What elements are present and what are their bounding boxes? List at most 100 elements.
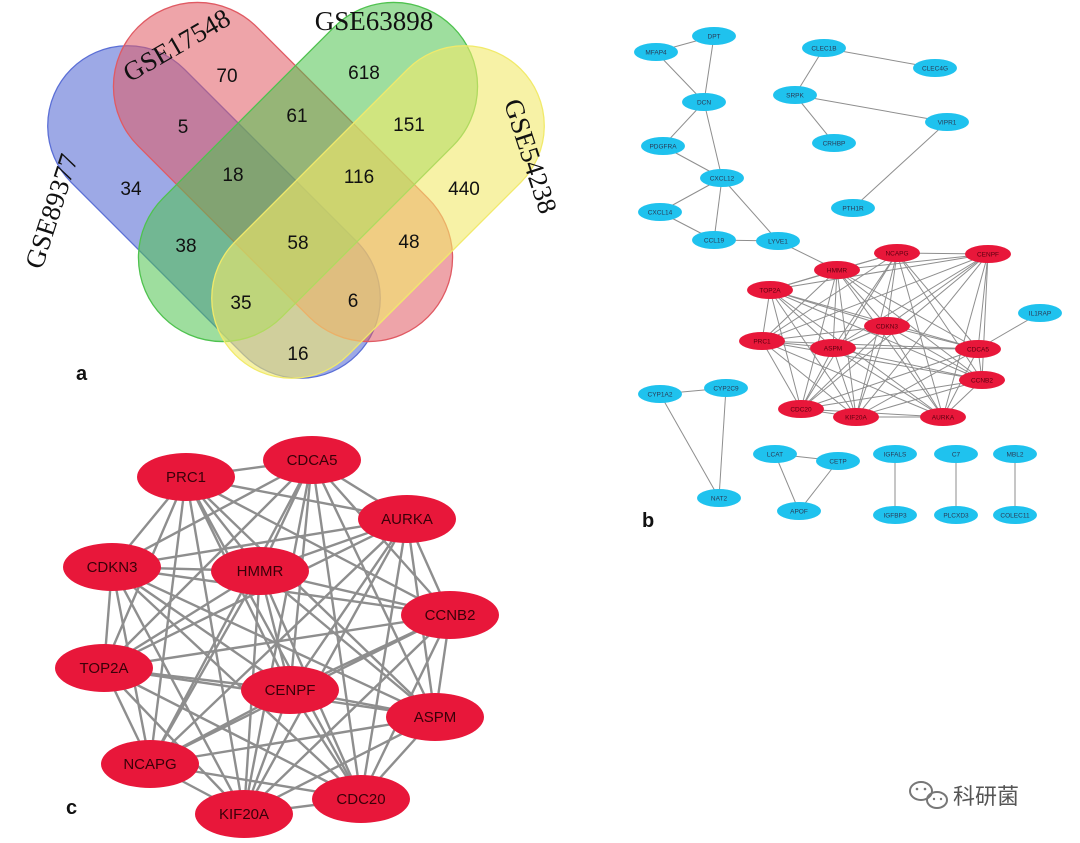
node-label: MBL2: [1007, 451, 1024, 458]
hub-node-label: NCAPG: [123, 756, 176, 773]
node-label: CLEC4G: [922, 65, 948, 72]
node-ellipse: [697, 489, 741, 507]
edge-top2a-kif20a: [103, 667, 245, 815]
node-label: LCAT: [767, 451, 783, 458]
node-ellipse: [920, 408, 966, 426]
venn-count-gse54238-only: 440: [448, 179, 480, 200]
node-label: CDKN3: [876, 323, 898, 330]
edge-cdca5-cdkn3: [111, 458, 313, 569]
edge-hmmr-aspm: [832, 269, 838, 349]
edge-aspm-cdc20: [800, 347, 834, 410]
node-label: CENPF: [977, 251, 999, 258]
edge-aurka-cdc20: [359, 518, 409, 800]
node-nat2: NAT2: [697, 489, 741, 507]
node-ellipse: [816, 452, 860, 470]
edge-ccnb2-cdc20: [800, 379, 983, 410]
node-label: IL1RAP: [1029, 310, 1051, 317]
hub-node-label: CDKN3: [87, 559, 138, 576]
edge-ncapg-ccnb2: [896, 252, 983, 381]
node-lcat: LCAT: [753, 445, 797, 463]
edge-prc1-cdc20: [184, 476, 363, 800]
node-label: PDGFRA: [649, 143, 677, 150]
node-label: CYP1A2: [648, 391, 673, 398]
node-ccnb2: CCNB2: [959, 371, 1005, 389]
hub-node-cdkn3: CDKN3: [63, 543, 161, 591]
edge-prc1-kif20a: [184, 476, 246, 815]
node-cxcl14: CXCL14: [638, 203, 682, 221]
node-label: CRHBP: [823, 140, 846, 147]
node-label: CYP2C9: [713, 385, 739, 392]
node-ellipse: [756, 232, 800, 250]
node-ellipse: [913, 59, 957, 77]
node-ellipse: [692, 231, 736, 249]
node-cdkn3: CDKN3: [864, 317, 910, 335]
node-ellipse: [638, 385, 682, 403]
watermark-text: 科研菌: [953, 785, 1019, 810]
edge-cenpf-cdkn3: [886, 253, 989, 327]
edge-top2a-aspm: [769, 289, 834, 349]
hub-node-aspm: ASPM: [386, 693, 484, 741]
node-ellipse: [934, 506, 978, 524]
node-il1rap: IL1RAP: [1018, 304, 1062, 322]
node-colec11: COLEC11: [993, 506, 1037, 524]
node-ellipse: [864, 317, 910, 335]
hub-node-prc1: PRC1: [137, 453, 235, 501]
edge-aspm-kif20a: [832, 347, 857, 418]
hub-node-ccnb2: CCNB2: [401, 591, 499, 639]
hub-node-ellipse: [386, 693, 484, 741]
hub-node-cdc20: CDC20: [312, 775, 410, 823]
edge-cdca5-top2a: [103, 459, 313, 669]
hub-node-kif20a: KIF20A: [195, 790, 293, 838]
edge-cdkn3-cdc20: [800, 325, 888, 410]
node-label: VIPR1: [938, 119, 957, 126]
node-srpk: SRPK: [773, 86, 817, 104]
node-label: LYVE1: [768, 238, 788, 245]
edge-ncapg-aurka: [896, 252, 944, 418]
node-ellipse: [641, 137, 685, 155]
node-ellipse: [812, 134, 856, 152]
hub-node-ellipse: [137, 453, 235, 501]
node-ellipse: [993, 506, 1037, 524]
edge-aspm-ncapg: [149, 715, 436, 766]
edge-hmmr-cdca5: [836, 269, 979, 350]
hub-node-ellipse: [358, 495, 456, 543]
node-clec4g: CLEC4G: [913, 59, 957, 77]
node-c7: C7: [934, 445, 978, 463]
node-label: MFAP4: [645, 49, 667, 56]
node-lyve1: LYVE1: [756, 232, 800, 250]
node-kif20a: KIF20A: [833, 408, 879, 426]
venn-count-gse89377-only: 34: [120, 179, 142, 200]
node-ellipse: [814, 261, 860, 279]
edge-top2a-ccnb2: [769, 289, 983, 381]
edge-cdkn3-cenpf: [111, 566, 291, 691]
hub-node-label: HMMR: [237, 563, 284, 580]
node-ellipse: [1018, 304, 1062, 322]
edge-hmmr-cdkn3: [836, 269, 888, 327]
edge-cdca5-ncapg: [148, 459, 314, 765]
node-prc1: PRC1: [739, 332, 785, 350]
node-ellipse: [682, 93, 726, 111]
edge-cenpf-prc1: [761, 253, 989, 342]
node-label: CCL19: [704, 237, 725, 244]
edge-hmmr-prc1: [761, 269, 838, 342]
node-label: DCN: [697, 99, 711, 106]
venn-count-all-four: 58: [287, 233, 308, 254]
edge-prc1-cdc20: [761, 340, 802, 410]
edge-cyp2c9-nat2: [718, 387, 727, 499]
node-label: CXCL14: [648, 209, 673, 216]
node-ellipse: [753, 445, 797, 463]
ppi-network-full-edges: [655, 35, 1041, 515]
edge-ccnb2-top2a: [103, 613, 451, 670]
node-dpt: DPT: [692, 27, 736, 45]
edge-cdkn3-kif20a: [855, 325, 888, 418]
node-igfals: IGFALS: [873, 445, 917, 463]
hub-node-ellipse: [241, 666, 339, 714]
node-label: HMMR: [827, 267, 848, 274]
edge-aspm-aurka: [832, 347, 944, 418]
hub-node-hmmr: HMMR: [211, 547, 309, 595]
node-label: IGFALS: [884, 451, 907, 458]
edge-cenpf-ccnb2: [981, 253, 989, 381]
edge-cdca5-kif20a: [242, 459, 314, 815]
venn-count-gse63898-gse54238: 151: [393, 115, 425, 136]
